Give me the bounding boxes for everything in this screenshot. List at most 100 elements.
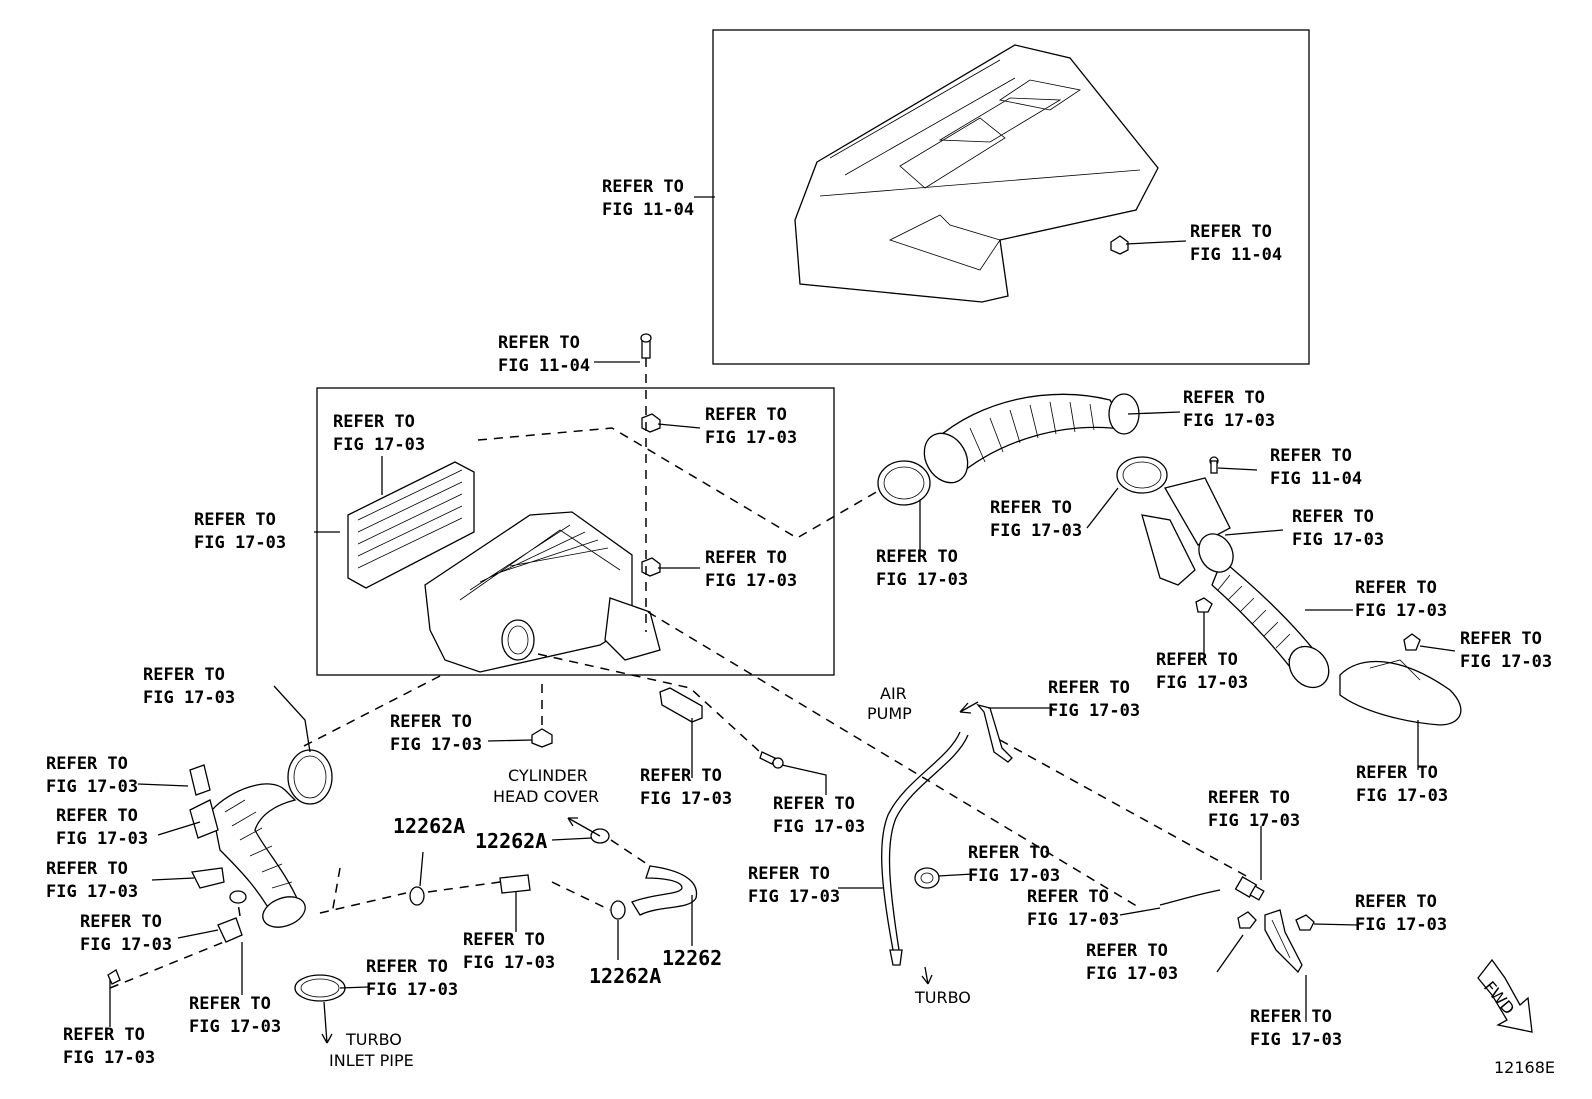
callout-cleaner-assy: REFER TO FIG 17-03	[194, 510, 286, 553]
air-pump-label-2: PUMP	[867, 704, 912, 723]
grommet-top[interactable]	[641, 413, 661, 433]
resonator-shroud[interactable]	[1339, 659, 1462, 726]
callout-vacuum-hose: REFER TO FIG 17-03	[1027, 887, 1119, 930]
grommet-bottom[interactable]	[531, 728, 553, 748]
hose-fitting[interactable]	[217, 917, 243, 943]
dash-cleaner-to-hose	[477, 427, 886, 539]
stud-bolt[interactable]	[640, 333, 652, 359]
svg-text:REFER TO: REFER TO	[189, 994, 271, 1014]
part-number-12262: 12262	[662, 946, 722, 970]
turbo-label: TURBO	[914, 988, 971, 1007]
callout-bolt-mid: REFER TO FIG 17-03	[1156, 650, 1248, 693]
grommet-mid[interactable]	[641, 557, 661, 577]
svg-text:FIG 17-03: FIG 17-03	[1356, 786, 1448, 806]
svg-text:REFER TO: REFER TO	[1048, 678, 1130, 698]
illustration-code: 12168E	[1494, 1058, 1555, 1077]
svg-text:FIG 17-03: FIG 17-03	[1048, 701, 1140, 721]
hose-plug[interactable]	[191, 867, 225, 889]
svg-text:FIG 17-03: FIG 17-03	[1183, 411, 1275, 431]
svg-text:REFER TO: REFER TO	[1086, 941, 1168, 961]
svg-text:REFER TO: REFER TO	[390, 712, 472, 732]
air-filter-element[interactable]	[347, 461, 475, 589]
engine-cover[interactable]	[794, 44, 1159, 303]
vsv-valve[interactable]	[1234, 876, 1265, 901]
svg-text:REFER TO: REFER TO	[1156, 650, 1238, 670]
callout-grommet-top: REFER TO FIG 17-03	[705, 405, 797, 448]
air-cleaner-case[interactable]	[424, 511, 661, 673]
svg-text:FIG 17-03: FIG 17-03	[1208, 811, 1300, 831]
callout-connector: REFER TO FIG 17-03	[968, 843, 1060, 886]
bolt-right-upper[interactable]	[1209, 456, 1219, 474]
callout-vsv: REFER TO FIG 17-03	[1208, 788, 1300, 831]
svg-text:REFER TO: REFER TO	[640, 766, 722, 786]
svg-text:REFER TO: REFER TO	[876, 547, 958, 567]
svg-text:FIG 17-03: FIG 17-03	[189, 1017, 281, 1037]
callout-shroud-bolt: REFER TO FIG 17-03	[1460, 629, 1552, 672]
cover-nut-small[interactable]	[1110, 235, 1129, 255]
callout-grommet-bottom: REFER TO FIG 17-03	[390, 712, 482, 755]
bolt-right-mid[interactable]	[1195, 597, 1213, 613]
hose-clamp-right[interactable]	[1116, 456, 1168, 494]
hose-cap[interactable]	[189, 764, 211, 796]
small-clip[interactable]	[107, 969, 121, 985]
dash-cleaner-to-lefthose	[299, 675, 441, 749]
bracket-bolt[interactable]	[1237, 911, 1257, 929]
svg-text:REFER TO: REFER TO	[194, 510, 276, 530]
svg-text:FIG 17-03: FIG 17-03	[46, 882, 138, 902]
vacuum-hose-right[interactable]	[1159, 889, 1221, 906]
callout-hose-grommet: REFER TO FIG 17-03	[80, 912, 172, 955]
fwd-arrow-icon: FWD	[1477, 958, 1533, 1033]
svg-text:FIG 17-03: FIG 17-03	[640, 789, 732, 809]
svg-text:FIG 17-03: FIG 17-03	[1086, 964, 1178, 984]
callout-bracket: REFER TO FIG 17-03	[1250, 1007, 1342, 1050]
callout-bracket-bolt: REFER TO FIG 17-03	[1086, 941, 1178, 984]
vsv-bracket[interactable]	[1264, 909, 1303, 974]
hose-grommet[interactable]	[229, 890, 247, 904]
pipe-connector[interactable]	[499, 874, 531, 894]
callout-filter: REFER TO FIG 17-03	[333, 412, 425, 455]
clip-screw[interactable]	[759, 751, 784, 769]
clamp-12262A-right[interactable]	[610, 900, 626, 920]
turbo-pipe-end[interactable]	[889, 949, 903, 966]
svg-text:REFER TO: REFER TO	[498, 333, 580, 353]
bolt-right-shroud[interactable]	[1403, 633, 1421, 651]
svg-text:FIG 17-03: FIG 17-03	[748, 887, 840, 907]
clamp-12262A-left[interactable]	[409, 886, 425, 906]
svg-text:REFER TO: REFER TO	[773, 794, 855, 814]
turbo-vacuum-pipe[interactable]	[881, 731, 961, 951]
svg-text:FIG 17-03: FIG 17-03	[968, 866, 1060, 886]
air-hose-upper[interactable]	[916, 393, 1140, 491]
svg-text:FIG 17-03: FIG 17-03	[1355, 601, 1447, 621]
intake-duct-lower[interactable]	[1141, 477, 1337, 695]
svg-text:FIG 17-03: FIG 17-03	[63, 1048, 155, 1068]
connector-plug[interactable]	[914, 867, 940, 889]
air-pump-pipe[interactable]	[976, 703, 1013, 763]
sensor-clip[interactable]	[659, 687, 703, 723]
hose-elbow[interactable]	[189, 799, 219, 839]
callout-grommet-mid: REFER TO FIG 17-03	[705, 548, 797, 591]
svg-text:FIG 17-03: FIG 17-03	[56, 829, 148, 849]
svg-text:FIG 17-03: FIG 17-03	[1355, 915, 1447, 935]
svg-text:REFER TO: REFER TO	[333, 412, 415, 432]
callout-hose-fitting: REFER TO FIG 17-03	[189, 994, 281, 1037]
svg-text:REFER TO: REFER TO	[1027, 887, 1109, 907]
hose-clamp-bottom[interactable]	[294, 974, 346, 1002]
hose-clamp-left[interactable]	[287, 749, 333, 805]
callout-hose-upper: REFER TO FIG 17-03	[1183, 388, 1275, 431]
hose-12262[interactable]	[631, 865, 698, 916]
svg-text:REFER TO: REFER TO	[705, 548, 787, 568]
svg-text:REFER TO: REFER TO	[1208, 788, 1290, 808]
part-number-12262A-left: 12262A	[393, 814, 465, 838]
callout-pipe-connector: REFER TO FIG 17-03	[463, 930, 555, 973]
hose-clamp-upper[interactable]	[877, 460, 931, 506]
air-pump-label-1: AIR	[880, 684, 907, 703]
callout-sensor-clip: REFER TO FIG 17-03	[640, 766, 732, 809]
callout-hose-elbow: REFER TO FIG 17-03	[56, 806, 148, 849]
direction-arrows	[321, 701, 979, 1044]
bracket-nut[interactable]	[1295, 914, 1315, 931]
svg-text:FIG 17-03: FIG 17-03	[143, 688, 235, 708]
svg-text:FIG 17-03: FIG 17-03	[773, 817, 865, 837]
svg-text:FIG 11-04: FIG 11-04	[1270, 469, 1362, 489]
inlet-hose-left[interactable]	[211, 783, 309, 933]
